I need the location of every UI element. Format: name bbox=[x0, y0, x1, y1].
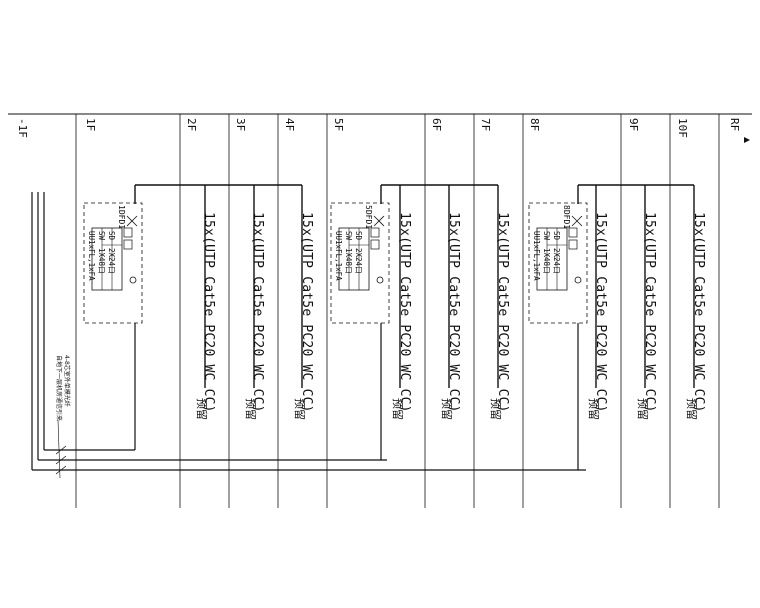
reserve-label: 预留 bbox=[195, 398, 208, 420]
floor-label: 5F bbox=[332, 118, 345, 132]
reserve-label: 预留 bbox=[587, 398, 600, 420]
floor-label: 9F bbox=[627, 118, 640, 132]
distribution-box-id: 5DFD1 bbox=[364, 205, 373, 230]
equipment-value: 2X24口 bbox=[107, 248, 116, 274]
floor-label: 1F bbox=[84, 118, 97, 132]
iu-cell bbox=[370, 239, 380, 250]
iw-cell bbox=[123, 227, 133, 238]
floor-label: 2F bbox=[185, 118, 198, 132]
floor-label: RF bbox=[728, 118, 741, 132]
cable-label: 15x(UTP Cat5e PC20 WC CC) bbox=[250, 212, 265, 413]
equipment-value: 1X48口 bbox=[542, 248, 551, 274]
equipment-value: UU1xFL,1xFA bbox=[532, 231, 541, 281]
floor-label: 3F bbox=[234, 118, 247, 132]
reserve-label: 预留 bbox=[244, 398, 257, 420]
equipment-value: 2X24口 bbox=[354, 248, 363, 274]
equipment-code: SD bbox=[354, 231, 363, 241]
connector-icon bbox=[574, 276, 582, 284]
floor-label: 7F bbox=[479, 118, 492, 132]
distribution-box bbox=[330, 202, 390, 324]
reserve-label: 预留 bbox=[293, 398, 306, 420]
cross-mark bbox=[571, 215, 583, 227]
reserve-label: 预留 bbox=[636, 398, 649, 420]
arrow-icon bbox=[744, 137, 750, 143]
floor-label: -1F bbox=[16, 118, 29, 138]
iw-cell bbox=[370, 227, 380, 238]
fiber-note: 4-8芯室外单模光纤 bbox=[63, 355, 70, 407]
equipment-value: UU1xFL,1xFA bbox=[334, 231, 343, 281]
equipment-code: SD bbox=[107, 231, 116, 241]
cable-label: 15x(UTP Cat5e PC20 WC CC) bbox=[691, 212, 706, 413]
reserve-label: 预留 bbox=[685, 398, 698, 420]
cable-label: 15x(UTP Cat5e PC20 WC CC) bbox=[495, 212, 510, 413]
equipment-code: SW bbox=[542, 231, 551, 241]
equipment-code: SW bbox=[344, 231, 353, 241]
tick-mark bbox=[55, 455, 67, 465]
cable-label: 15x(UTP Cat5e PC20 WC CC) bbox=[642, 212, 657, 413]
cable-label: 15x(UTP Cat5e PC20 WC CC) bbox=[593, 212, 608, 413]
equipment-value: 1X48口 bbox=[97, 248, 106, 274]
equipment-table bbox=[338, 227, 370, 291]
break-mark bbox=[57, 419, 61, 479]
connector-icon bbox=[376, 276, 384, 284]
cable-label: 15x(UTP Cat5e PC20 WC CC) bbox=[446, 212, 461, 413]
distribution-box bbox=[528, 202, 588, 324]
tick-mark bbox=[55, 445, 67, 455]
equipment-code: SD bbox=[552, 231, 561, 241]
connector-icon bbox=[129, 276, 137, 284]
equipment-value: UU1xFL,1xFA bbox=[87, 231, 96, 281]
floor-label: 8F bbox=[528, 118, 541, 132]
cable-label: 15x(UTP Cat5e PC20 WC CC) bbox=[299, 212, 314, 413]
floor-label: 6F bbox=[430, 118, 443, 132]
iu-cell bbox=[123, 239, 133, 250]
equipment-code: SW bbox=[97, 231, 106, 241]
tick-mark bbox=[55, 465, 67, 475]
reserve-label: 预留 bbox=[440, 398, 453, 420]
floor-label: 4F bbox=[283, 118, 296, 132]
reserve-label: 预留 bbox=[391, 398, 404, 420]
equipment-value: 1X48口 bbox=[344, 248, 353, 274]
iw-cell bbox=[568, 227, 578, 238]
distribution-box-id: 8DFD1 bbox=[562, 205, 571, 230]
equipment-table bbox=[91, 227, 123, 291]
cross-mark bbox=[373, 215, 385, 227]
floor-label: 10F bbox=[676, 118, 689, 138]
equipment-table bbox=[536, 227, 568, 291]
cable-label: 15x(UTP Cat5e PC20 WC CC) bbox=[397, 212, 412, 413]
fiber-note: 自地下一层机房通信引来 bbox=[55, 355, 62, 422]
cross-mark bbox=[126, 215, 138, 227]
distribution-box bbox=[83, 202, 143, 324]
iu-cell bbox=[568, 239, 578, 250]
equipment-value: 2X24口 bbox=[552, 248, 561, 274]
distribution-box-id: 1DFD1 bbox=[117, 205, 126, 230]
reserve-label: 预留 bbox=[489, 398, 502, 420]
cable-label: 15x(UTP Cat5e PC20 WC CC) bbox=[201, 212, 216, 413]
